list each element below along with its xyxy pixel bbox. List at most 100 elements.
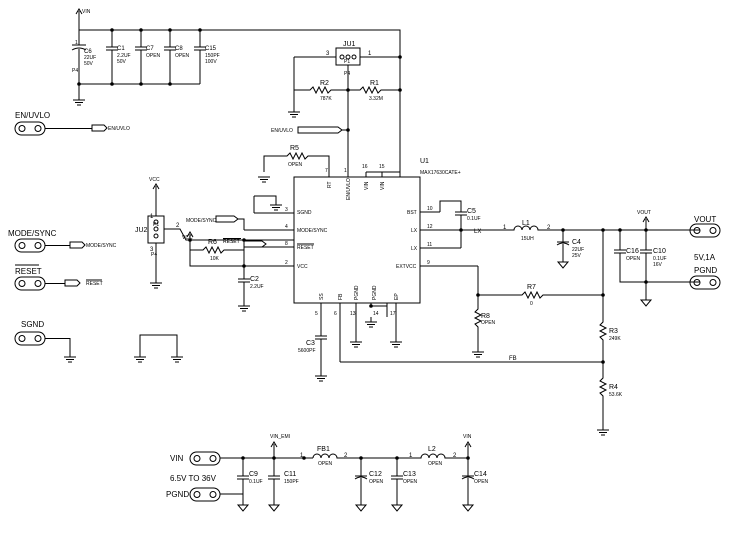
vout-rail-label: VOUT <box>637 210 651 216</box>
r6-ref: R6 <box>208 239 217 246</box>
mode-sync-connector-label: MODE/SYNC <box>8 229 57 238</box>
r7-ref: R7 <box>527 284 536 291</box>
pgnd-out-connector[interactable] <box>689 275 721 290</box>
r2-resistor <box>293 57 348 95</box>
vin-rail-arrow <box>75 8 83 18</box>
r5-value: OPEN <box>288 162 303 168</box>
ground-symbol <box>390 341 402 348</box>
en-uvlo-connector[interactable] <box>14 121 92 136</box>
r7-resistor <box>478 290 603 300</box>
ju2-jumper <box>147 215 294 283</box>
u1-pin-vcc-name: VCC <box>297 264 308 270</box>
u1-pin-6-num: 6 <box>334 311 337 317</box>
u1-pin-bst-name: BST <box>407 210 417 216</box>
ju2-pin1: 1 <box>150 214 154 220</box>
r6-value: 10K <box>210 256 220 262</box>
u1-pin-vin15-name: VIN <box>380 181 386 190</box>
c16-ref: C16 <box>626 248 639 255</box>
ground-symbol <box>267 504 281 512</box>
u1-pin-5-num: 5 <box>315 311 318 317</box>
r1-resistor <box>348 85 400 95</box>
vout-rail-arrow <box>642 216 650 230</box>
r8-ref: R8 <box>481 313 490 320</box>
ju2-pin-label-p1: P1 <box>153 222 159 228</box>
fb1-pin1: 1 <box>300 453 304 459</box>
u1-pin-7-num: 7 <box>325 168 328 174</box>
c1-value: 2.2UF <box>117 53 131 59</box>
ground-symbol <box>254 195 282 211</box>
ground-symbol <box>150 282 162 289</box>
u1-pin-16-num: 16 <box>362 164 368 170</box>
vcc-local-label: VCC <box>182 235 193 241</box>
pgnd-in-connector-label: PGND <box>166 490 189 499</box>
c4-rating: 25V <box>572 253 582 259</box>
c6-pin4: P4 <box>72 68 78 74</box>
c8-value: OPEN <box>175 53 190 59</box>
vout-connector[interactable] <box>689 223 721 238</box>
u1-pin-pgnd14-name: PGND <box>372 285 378 300</box>
vcc-rail-label: VCC <box>149 177 160 183</box>
r4-ref: R4 <box>609 384 618 391</box>
l2-pin2: 2 <box>453 453 457 459</box>
mode-sync-net-label <box>215 215 245 230</box>
vcc-pin-wire <box>189 239 294 267</box>
vin-emi-label: VIN_EMI <box>270 434 290 440</box>
ground-symbol <box>354 504 368 512</box>
ju1-pin1: 1 <box>368 51 372 57</box>
ground-symbol <box>472 351 484 358</box>
ground-symbol <box>597 429 609 436</box>
reset-net-label <box>243 240 267 248</box>
sgnd-connector[interactable] <box>14 331 71 357</box>
c3-capacitor <box>315 335 327 376</box>
l1-pin1: 1 <box>503 225 507 231</box>
ju1-pin-label-p4: P4 <box>344 71 350 77</box>
ju2-pin2: 2 <box>176 223 180 229</box>
c6-value: 22UF <box>84 55 96 61</box>
ju2-pin3: 3 <box>150 247 154 253</box>
junction-dots <box>77 28 648 460</box>
c5-capacitor <box>439 200 467 230</box>
c13-ref: C13 <box>403 471 416 478</box>
c12-ref: C12 <box>369 471 382 478</box>
en-uvlo-conn-net-label <box>91 124 108 132</box>
ground-symbol <box>390 504 404 512</box>
reset-conn-net-text: RESET <box>86 281 103 287</box>
u1-part-number: MAX17630CATE+ <box>420 170 461 176</box>
r6-resistor <box>190 245 244 255</box>
c9-ref: C9 <box>249 471 258 478</box>
vin-connector[interactable] <box>189 451 221 466</box>
vout-connector-label: VOUT <box>694 215 716 224</box>
u1-pin-8-num: 8 <box>285 241 288 247</box>
c14-value: OPEN <box>474 479 489 485</box>
sgnd-connector-label: SGND <box>21 320 44 329</box>
mode-sync-conn-net-text: MODE/SYNC <box>86 243 117 249</box>
c10-value: 0.1UF <box>653 256 667 262</box>
pgnd-in-connector[interactable] <box>189 487 221 502</box>
r1-value: 3.32M <box>369 96 383 102</box>
reset-connector-label: RESET <box>15 267 42 276</box>
reset-connector[interactable] <box>14 276 65 291</box>
c9-capacitor <box>237 458 249 505</box>
c11-value: 150PF <box>284 479 299 485</box>
c15-value: 150PF <box>205 53 220 59</box>
c15-ref: C15 <box>205 46 217 52</box>
r1-ref: R1 <box>370 80 379 87</box>
c12-capacitor <box>354 458 368 505</box>
u1-ic-body <box>293 176 421 304</box>
en-uvlo-net-text: EN/UVLO <box>271 128 293 134</box>
c2-value: 2.2UF <box>250 284 264 290</box>
u1-pin-extvcc-name: EXTVCC <box>396 264 417 270</box>
reset-conn-net-label <box>64 279 81 287</box>
u1-pin-11-num: 11 <box>427 242 432 248</box>
ground-symbol <box>556 261 570 269</box>
u1-pin-12-num: 12 <box>427 224 433 230</box>
c6-ref: C6 <box>84 49 92 55</box>
c8-ref: C8 <box>175 46 183 52</box>
u1-bottom-pins <box>320 303 397 362</box>
sgnd-pgnd-tie <box>134 334 183 363</box>
fb1-ferrite <box>312 453 397 459</box>
c10-ref: C10 <box>653 248 666 255</box>
mode-sync-connector[interactable] <box>14 238 70 253</box>
c13-value: OPEN <box>403 479 418 485</box>
